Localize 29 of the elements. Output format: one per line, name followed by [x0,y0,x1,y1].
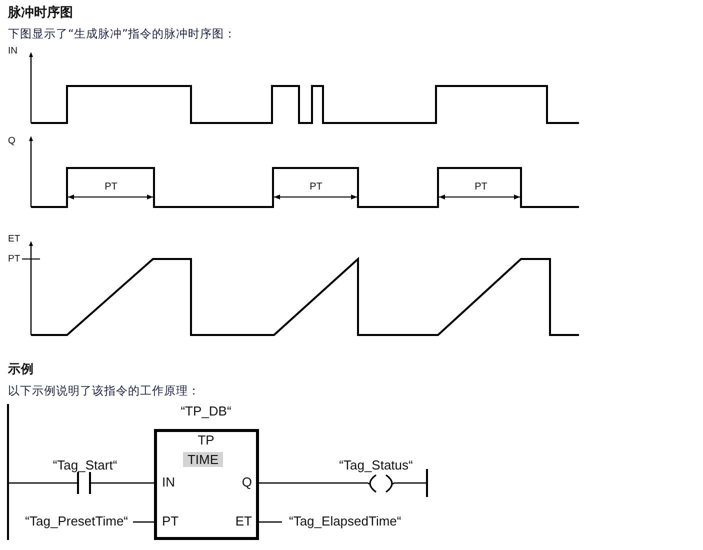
tick-label: PT [8,254,20,266]
dimension-label: PT [104,181,118,193]
section-heading: 示例 [8,362,34,376]
data-type-tag: TIME [183,452,223,467]
instruction-name: TP [198,434,214,448]
pin-label: IN [162,476,175,490]
wire [394,482,426,484]
wire [91,482,154,484]
signal-label: ET [8,234,20,246]
wire [9,482,77,484]
wire [133,521,154,523]
instance-label: “TP_DB“ [180,404,232,420]
tag-label: “Tag_Start“ [52,458,118,474]
wire [259,482,368,484]
tag-label: “Tag_PresetTime“ [25,514,128,530]
pin-label: PT [162,514,179,530]
tag-label: “Tag_ElapsedTime“ [289,514,402,530]
pin-label: Q [242,476,252,490]
dimension-label: PT [474,181,488,193]
signal-label: IN [8,46,18,58]
section-heading: 脉冲时序图 [8,6,73,22]
instruction-text: 下图显示了“生成脉冲”指令的脉冲时序图： [8,27,236,41]
tag-label: “Tag_Status“ [339,458,413,474]
pin-label: ET [235,514,252,530]
signal-label: Q [8,136,16,148]
dimension-label: PT [310,181,322,193]
instruction-text: 以下示例说明了该指令的工作原理： [8,384,200,398]
wire [259,521,282,523]
function-block [154,429,259,540]
